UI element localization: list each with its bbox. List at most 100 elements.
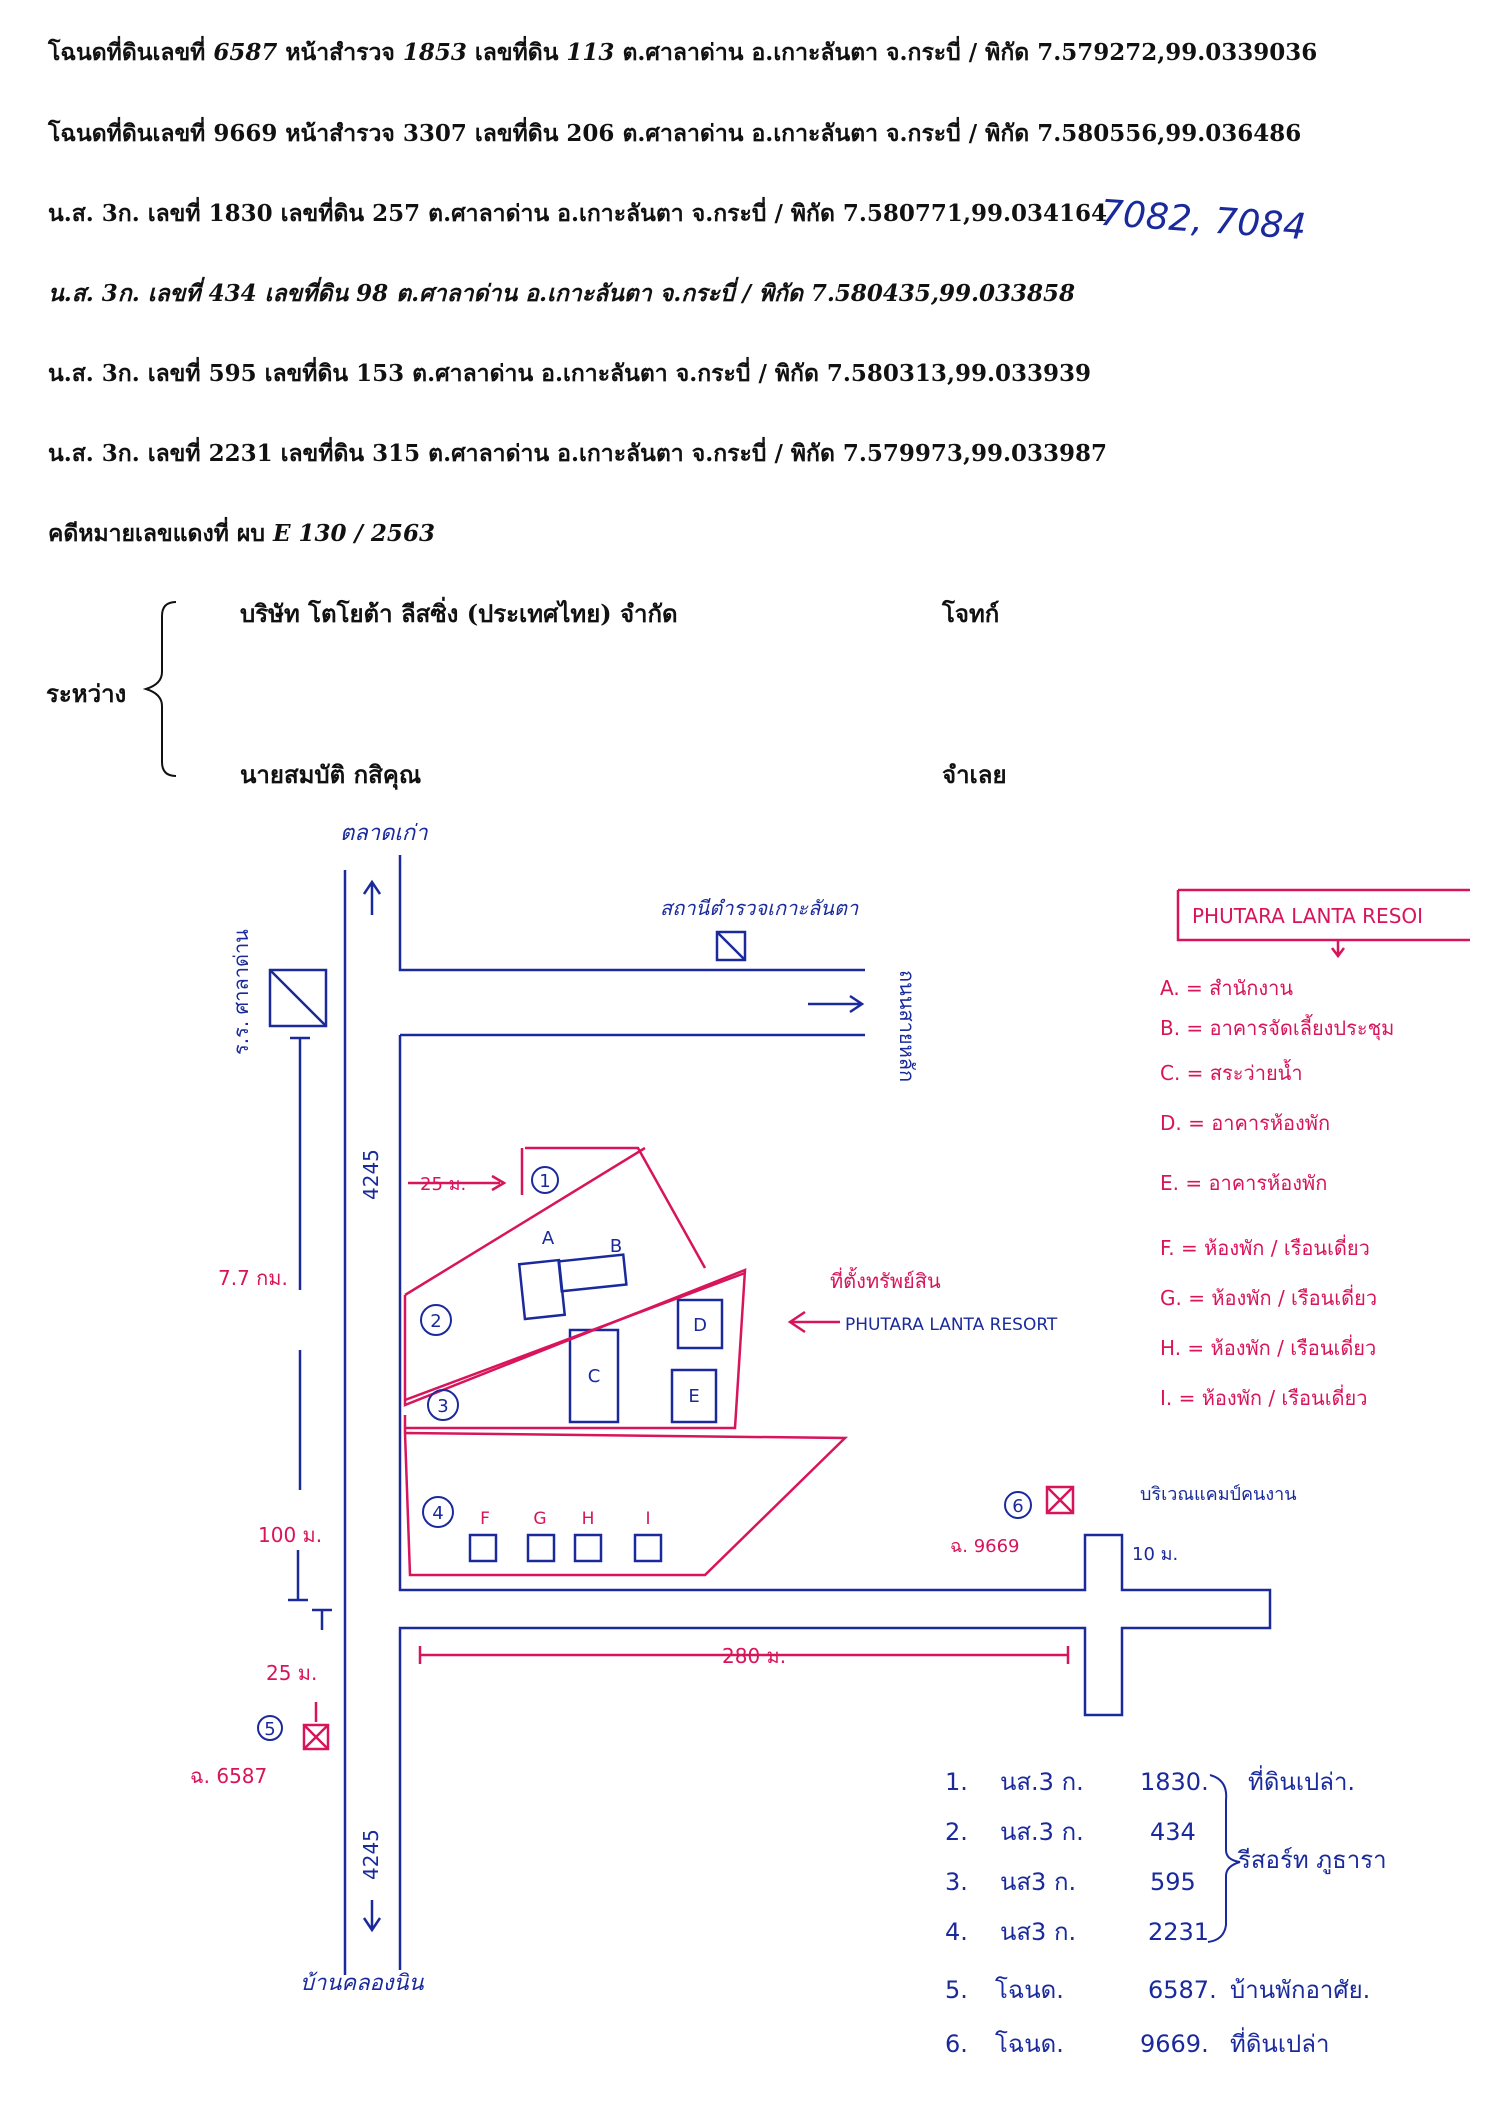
list-item-4-num: 2231 <box>1148 1918 1209 1946</box>
dist-100-line <box>288 1550 308 1602</box>
dist-10-label: 10 ม. <box>1132 1544 1178 1565</box>
road-number-top: 4245 <box>359 1149 383 1200</box>
room-i <box>633 1533 663 1563</box>
road-number-bottom: 4245 <box>359 1829 383 1880</box>
building-d-label: D <box>693 1315 707 1336</box>
building-b-label: B <box>610 1236 622 1257</box>
legend-item-f: F. = ห้องพัก / เรือนเดี่ยว <box>1160 1234 1370 1260</box>
building-c-label: C <box>588 1366 601 1387</box>
resort-site-label: ที่ตั้งทรัพย์สิน <box>830 1267 941 1293</box>
ns3k-line-2: น.ส. 3ก. เลขที่ 434 เลขที่ดิน 98 ต.ศาลาด… <box>48 280 1075 307</box>
parties-bracket <box>142 601 177 777</box>
dist-25-inner-label: 25 ม. <box>420 1174 466 1195</box>
plot-2-label: 2 <box>430 1311 441 1332</box>
dist-280-label: 280 ม. <box>722 1644 786 1668</box>
top-building-label: สถานีตำรวจเกาะลันตา <box>660 896 859 920</box>
list-item-5-num: 6587. <box>1148 1976 1217 2004</box>
room-h-label: H <box>582 1509 595 1529</box>
bracket-note-mid: รีสอร์ท ภูธารา <box>1237 1846 1387 1875</box>
bracket-note-top: ที่ดินเปล่า. <box>1248 1765 1355 1796</box>
dist-280-line <box>418 1646 1070 1664</box>
east-arrow-icon <box>808 994 865 1014</box>
list-item-5-type: โฉนด. <box>995 1976 1064 2004</box>
plot-3-marker <box>427 1389 459 1421</box>
deed-line-1: โฉนดที่ดินเลขที่ 6587 หน้าสำรวจ 1853 เลข… <box>48 39 1318 66</box>
list-item-6-no: 6. <box>945 2030 968 2058</box>
marker-6-label: 6 <box>1012 1496 1023 1517</box>
list-item-6-type: โฉนด. <box>995 2030 1064 2058</box>
case-number: คดีหมายเลขแดงที่ ผบ E 130 / 2563 <box>48 520 435 547</box>
plaintiff-name: บริษัท โตโยต้า ลีสซิ่ง (ประเทศไทย) จำกัด <box>240 599 678 628</box>
main-road-top-right-edge <box>398 855 865 972</box>
list-item-6-desc: ที่ดินเปล่า <box>1230 2027 1329 2058</box>
plot-3-label: 3 <box>437 1396 448 1417</box>
ns3k-line-1: น.ส. 3ก. เลขที่ 1830 เลขที่ดิน 257 ต.ศาล… <box>48 200 1107 227</box>
plot-1-outline <box>520 1146 707 1269</box>
bottom-list: 1. นส.3 ก. 1830. 2. นส.3 ก. 434 3. นส3 ก… <box>945 1765 1387 2058</box>
list-item-2-num: 434 <box>1150 1818 1196 1846</box>
legend-item-a: A. = สำนักงาน <box>1160 976 1293 1000</box>
school-marker-icon <box>268 968 328 1028</box>
road-network <box>268 855 1272 1975</box>
plot-4-label: 4 <box>432 1503 443 1524</box>
room-f <box>468 1533 498 1563</box>
list-item-2-type: นส.3 ก. <box>1000 1818 1084 1846</box>
list-item-5-desc: บ้านพักอาศัย. <box>1230 1976 1370 2004</box>
room-f-label: F <box>480 1509 490 1529</box>
site-map: 1 2 3 4 5 6 A B C D E F G H I ตลาดเก่า บ… <box>190 821 1470 2058</box>
defendant-name: นายสมบัติ กสิคุณ <box>240 760 422 789</box>
room-g-label: G <box>533 1509 546 1529</box>
plot-1-marker <box>531 1166 559 1194</box>
dist-25-label: 25 ม. <box>266 1661 317 1685</box>
deed-9669-label: ฉ. 9669 <box>950 1536 1020 1557</box>
list-item-4-no: 4. <box>945 1918 968 1946</box>
plot-2-marker <box>420 1304 452 1336</box>
list-item-2-no: 2. <box>945 1818 968 1846</box>
ns3k-line-4: น.ส. 3ก. เลขที่ 2231 เลขที่ดิน 315 ต.ศาล… <box>48 440 1107 467</box>
north-label: ตลาดเก่า <box>340 821 428 846</box>
room-i-label: I <box>645 1509 650 1529</box>
dist-left-line <box>290 1036 310 1290</box>
legend-item-c: C. = สระว่ายน้ำ <box>1160 1059 1303 1085</box>
resort-arrow-icon <box>787 1310 840 1334</box>
marker-6-circle <box>1004 1491 1032 1519</box>
police-marker-icon <box>715 930 747 962</box>
plot-1-label: 1 <box>539 1171 550 1192</box>
building-d <box>676 1298 724 1350</box>
deed-6587-marker-icon <box>302 1723 330 1751</box>
legend-box <box>1176 888 1470 942</box>
plot-4-outline <box>403 1431 849 1577</box>
list-item-3-num: 595 <box>1150 1868 1196 1896</box>
list-item-1-type: นส.3 ก. <box>1000 1768 1084 1796</box>
legend-item-b: B. = อาคารจัดเลี้ยงประชุม <box>1160 1014 1394 1041</box>
building-b <box>557 1253 628 1293</box>
camp-label: บริเวณแคมป์คนงาน <box>1140 1484 1297 1505</box>
dist-25-inner-arrow <box>408 1174 507 1192</box>
defendant-role: จำเลย <box>942 760 1007 789</box>
building-e-label: E <box>688 1386 699 1407</box>
marker-5-circle <box>257 1715 283 1741</box>
marker-5-label: 5 <box>264 1719 275 1740</box>
resort-name-label: PHUTARA LANTA RESORT <box>845 1315 1058 1335</box>
resort-plots <box>302 888 1470 1751</box>
handwritten-note: 7082, 7084 <box>1098 192 1308 249</box>
plot-2-3-outline <box>403 1268 747 1430</box>
list-bracket <box>1207 1774 1241 1943</box>
deed-line-2: โฉนดที่ดินเลขที่ 9669 หน้าสำรวจ 3307 เลข… <box>48 120 1302 147</box>
school-label: ร.ร. ศาลาด่าน <box>229 929 253 1055</box>
north-arrow-icon <box>362 879 382 915</box>
right-road-label: ถนนสายหลัก <box>895 970 919 1082</box>
legend-item-e: E. = อาคารห้องพัก <box>1160 1171 1327 1195</box>
legend-item-g: G. = ห้องพัก / เรือนเดี่ยว <box>1160 1284 1377 1310</box>
room-g <box>526 1533 556 1563</box>
list-item-4-type: นส3 ก. <box>1000 1918 1076 1946</box>
deed-9669-marker-icon <box>1045 1485 1075 1515</box>
building-a <box>517 1258 567 1321</box>
building-a-label: A <box>542 1228 555 1249</box>
list-item-1-num: 1830. <box>1140 1768 1209 1796</box>
between-label: ระหว่าง <box>46 679 127 708</box>
south-label: บ้านคลองนิน <box>300 1971 425 1996</box>
ns3k-line-3: น.ส. 3ก. เลขที่ 595 เลขที่ดิน 153 ต.ศาลา… <box>48 360 1091 387</box>
plaintiff-role: โจทก์ <box>942 599 1000 628</box>
legend-title: PHUTARA LANTA RESOI <box>1192 904 1423 928</box>
